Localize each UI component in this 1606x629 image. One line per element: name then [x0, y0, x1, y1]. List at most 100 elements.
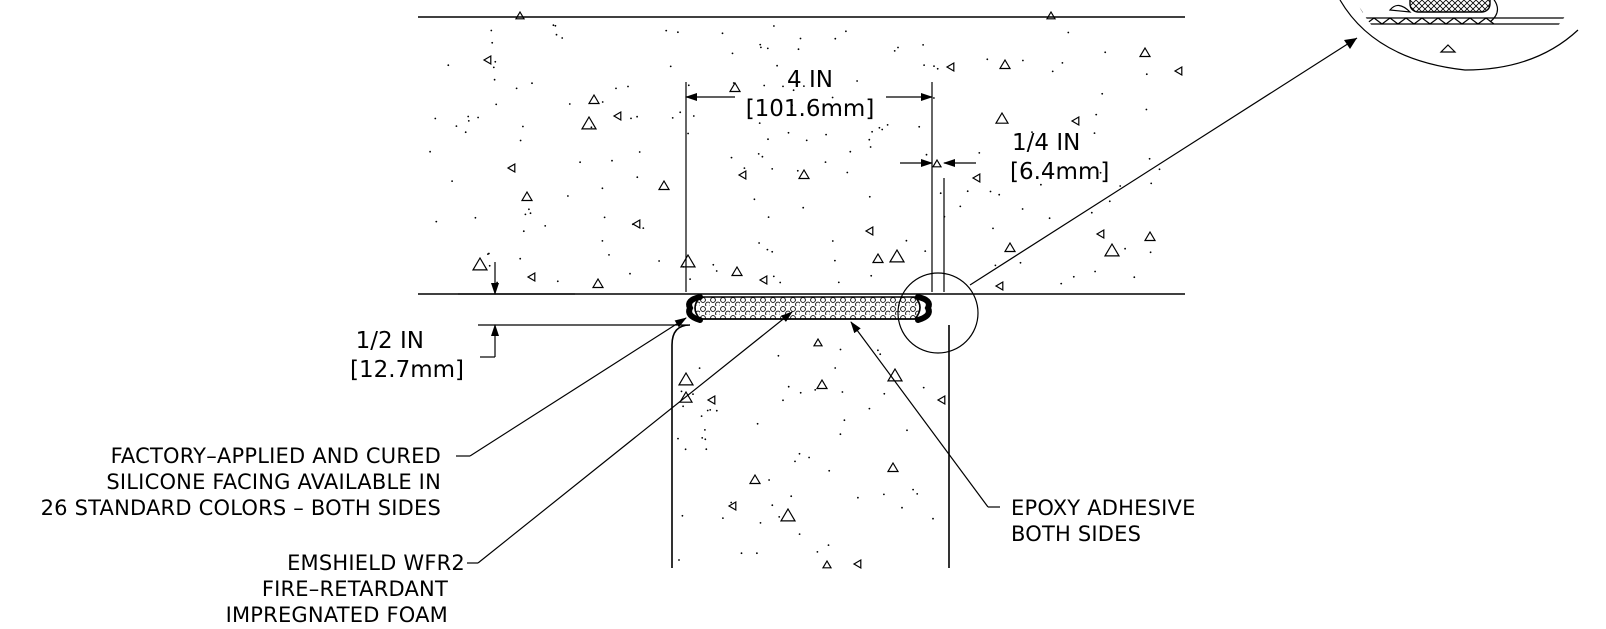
- aggregate-dot: [883, 493, 885, 496]
- aggregate-dot: [552, 24, 555, 27]
- aggregate-dot: [932, 517, 934, 520]
- aggregate-dot: [883, 392, 886, 395]
- callout-foam: EMSHIELD WFR2 FIRE–RETARDANT IMPREGNATED…: [226, 311, 793, 627]
- aggregate-dot: [827, 544, 830, 546]
- aggregate-triangle: [677, 371, 695, 386]
- aggregate-dot: [684, 448, 687, 451]
- aggregate-dot: [753, 198, 756, 201]
- aggregate-dot: [544, 225, 547, 227]
- callout-silicone-facing: FACTORY–APPLIED AND CURED SILICONE FACIN…: [41, 317, 687, 520]
- aggregate-dot: [877, 349, 879, 352]
- aggregate-dot: [568, 103, 571, 105]
- aggregate-dot: [687, 84, 690, 87]
- aggregate-dot: [636, 115, 638, 118]
- aggregate-triangle: [779, 507, 797, 522]
- aggregate-dot: [615, 87, 617, 90]
- aggregate-dot: [704, 438, 707, 441]
- aggregate-dot: [843, 419, 846, 422]
- aggregate-triangle: [1045, 10, 1057, 20]
- aggregate-dot: [869, 146, 872, 148]
- aggregate-dot: [791, 104, 793, 107]
- aggregate-dot: [758, 242, 760, 244]
- aggregate-dot: [1040, 183, 1042, 186]
- aggregate-dot: [1133, 276, 1136, 279]
- aggregate-dot: [709, 409, 712, 411]
- aggregate-triangle: [506, 162, 516, 174]
- aggregate-dot: [778, 516, 781, 518]
- aggregate-dot: [828, 469, 831, 472]
- aggregate-dot: [879, 353, 882, 356]
- silicone-callout-line2: SILICONE FACING AVAILABLE IN: [106, 470, 441, 494]
- aggregate-triangle: [1095, 228, 1105, 240]
- aggregate-dot: [839, 348, 842, 351]
- aggregate-dot: [870, 274, 873, 277]
- aggregate-dot: [798, 533, 801, 535]
- aggregate-triangle: [580, 115, 598, 130]
- aggregate-dot: [467, 120, 470, 122]
- aggregate-dot: [824, 161, 827, 164]
- aggregate-dot: [731, 52, 734, 55]
- aggregate-dot: [759, 522, 762, 524]
- aggregate-dot: [601, 240, 604, 242]
- aggregate-dot: [665, 29, 668, 32]
- aggregate-dot: [1104, 51, 1107, 54]
- aggregate-triangle: [482, 54, 492, 66]
- aggregate-dot: [531, 82, 533, 85]
- aggregate-dot: [715, 270, 718, 272]
- aggregate-dot: [705, 448, 708, 451]
- aggregate-triangle: [737, 169, 747, 181]
- aggregate-dot: [923, 64, 925, 66]
- aggregate-dot: [871, 130, 873, 133]
- aggregate-dot: [732, 82, 735, 84]
- aggregate-dot: [893, 50, 896, 52]
- aggregate-dot: [677, 437, 679, 440]
- aggregate-dot: [771, 250, 774, 253]
- aggregate-dot: [722, 517, 724, 519]
- aggregate-dot: [878, 126, 881, 129]
- aggregate-dot: [682, 266, 685, 268]
- concrete-aggregate: [429, 10, 1183, 570]
- aggregate-dot: [849, 150, 852, 153]
- dimension-joint-width: 4 IN [101.6mm]: [685, 67, 933, 292]
- aggregate-dot: [782, 399, 784, 402]
- aggregate-dot: [467, 115, 470, 118]
- aggregate-dot: [825, 133, 827, 136]
- aggregate-triangle: [679, 253, 697, 268]
- aggregate-dot: [760, 46, 762, 49]
- aggregate-dot: [857, 496, 859, 499]
- aggregate-dot: [790, 495, 793, 498]
- aggregate-triangle: [931, 158, 943, 168]
- aggregate-dot: [918, 125, 921, 128]
- aggregate-dot: [922, 44, 924, 46]
- aggregate-triangle: [514, 10, 526, 20]
- aggregate-dot: [522, 230, 525, 233]
- joint-width-imperial: 4 IN: [787, 67, 833, 93]
- aggregate-dot: [496, 281, 498, 284]
- aggregate-dot: [1031, 131, 1033, 134]
- aggregate-dot: [803, 85, 805, 87]
- aggregate-dot: [477, 116, 479, 119]
- aggregate-dot: [905, 239, 908, 242]
- aggregate-dot: [986, 58, 989, 61]
- aggregate-dot: [474, 216, 477, 219]
- aggregate-dot: [794, 460, 796, 463]
- lower-concrete-walls: [671, 324, 950, 568]
- aggregate-triangle: [1070, 115, 1080, 127]
- aggregate-dot: [994, 264, 997, 267]
- aggregate-dot: [682, 405, 684, 408]
- silicone-callout-line3: 26 STANDARD COLORS – BOTH SIDES: [41, 496, 441, 520]
- aggregate-dot: [488, 264, 491, 267]
- aggregate-dot: [834, 37, 837, 40]
- aggregate-triangle: [797, 168, 811, 180]
- aggregate-dot: [487, 253, 489, 256]
- aggregate-dot: [992, 227, 994, 230]
- aggregate-dot: [1067, 31, 1070, 34]
- aggregate-triangle: [1138, 46, 1152, 58]
- aggregate-dot: [681, 514, 684, 517]
- aggregate-dot: [519, 257, 522, 260]
- aggregate-dot: [757, 153, 760, 155]
- aggregate-dot: [658, 260, 660, 262]
- aggregate-dot: [590, 126, 593, 129]
- aggregate-dot: [978, 152, 981, 154]
